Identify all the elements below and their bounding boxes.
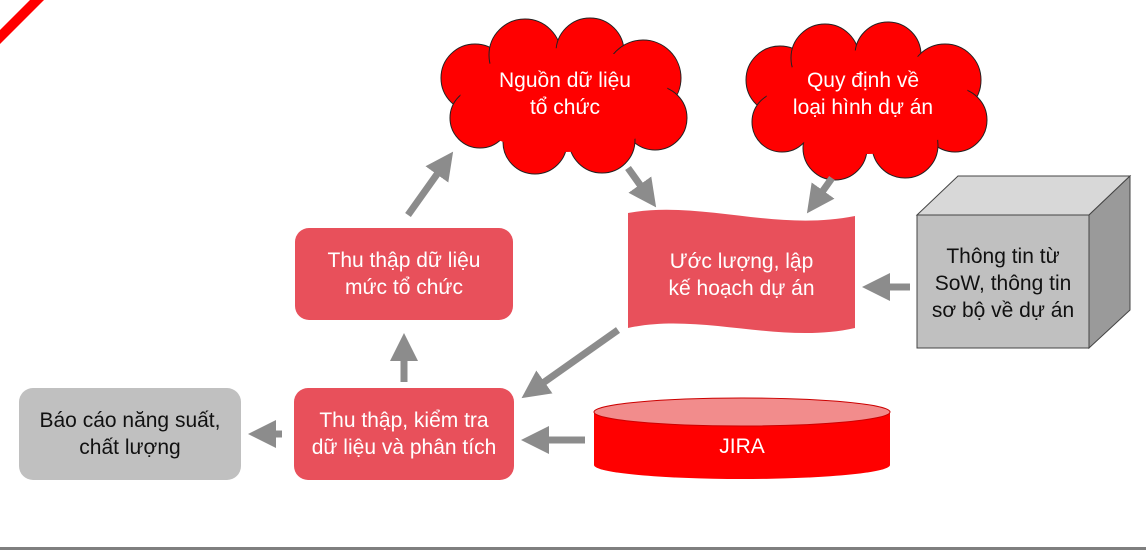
corner-stripe-decoration (0, 0, 44, 44)
cylinder-jira-line-1: JIRA (719, 434, 765, 458)
cloud-project-rules-line-1: Quy định về (806, 69, 920, 92)
cloud-project-rules-label: Quy định về loại hình dự án (758, 64, 968, 124)
doc-estimate-label: Ước lượng, lập kế hoạch dự án (628, 240, 855, 310)
box-collect-check-line-1: Thu thập, kiểm tra (319, 409, 489, 432)
box-collect-org-shape (295, 228, 513, 320)
box-collect-org-label: Thu thập dữ liệu mức tổ chức (295, 228, 513, 320)
cloud-org-data-label: Nguồn dữ liệu tổ chức (465, 64, 665, 124)
arrow-estimate-to-collect-check (521, 327, 621, 399)
cylinder-jira-label: JIRA (594, 428, 890, 464)
arrow-collect-org-to-cloud (405, 151, 454, 218)
cloud-project-rules-shape (745, 21, 988, 181)
cube-sow-line-2: SoW, thông tin (934, 271, 1072, 295)
arrow-cloud-rules-to-estimate (806, 175, 835, 214)
cube-sow-line-1: Thông tin từ (946, 244, 1060, 268)
bottom-border-line (0, 547, 1146, 550)
cylinder-jira-shape (593, 397, 891, 479)
document-estimate-shape (628, 209, 855, 334)
cloud-org-data-line-1: Nguồn dữ liệu (499, 69, 631, 92)
cube-sow-label: Thông tin từ SoW, thông tin sơ bộ về dự … (917, 242, 1089, 324)
doc-estimate-line-2: kế hoạch dự án (668, 277, 815, 300)
box-collect-check-line-2: dữ liệu và phân tích (311, 436, 497, 459)
cloud-org-data-shape (440, 17, 688, 175)
box-collect-org-line-2: mức tổ chức (345, 276, 463, 299)
box-collect-check-shape (294, 388, 514, 480)
box-report-line-1: Báo cáo năng suất, (39, 409, 221, 432)
arrow-cloud-org-to-estimate (625, 165, 657, 208)
box-report-shape (19, 388, 241, 480)
doc-estimate-line-1: Ước lượng, lập (669, 250, 814, 273)
cloud-org-data-line-2: tổ chức (529, 96, 601, 119)
box-report-line-2: chất lượng (79, 436, 181, 459)
cloud-project-rules-line-2: loại hình dự án (792, 96, 934, 119)
box-collect-org-line-1: Thu thập dữ liệu (327, 249, 481, 272)
box-collect-check-label: Thu thập, kiểm tra dữ liệu và phân tích (294, 388, 514, 480)
cube-sow-shape (915, 174, 1132, 350)
cube-sow-line-3: sơ bộ về dự án (931, 298, 1075, 322)
box-report-label: Báo cáo năng suất, chất lượng (19, 388, 241, 480)
